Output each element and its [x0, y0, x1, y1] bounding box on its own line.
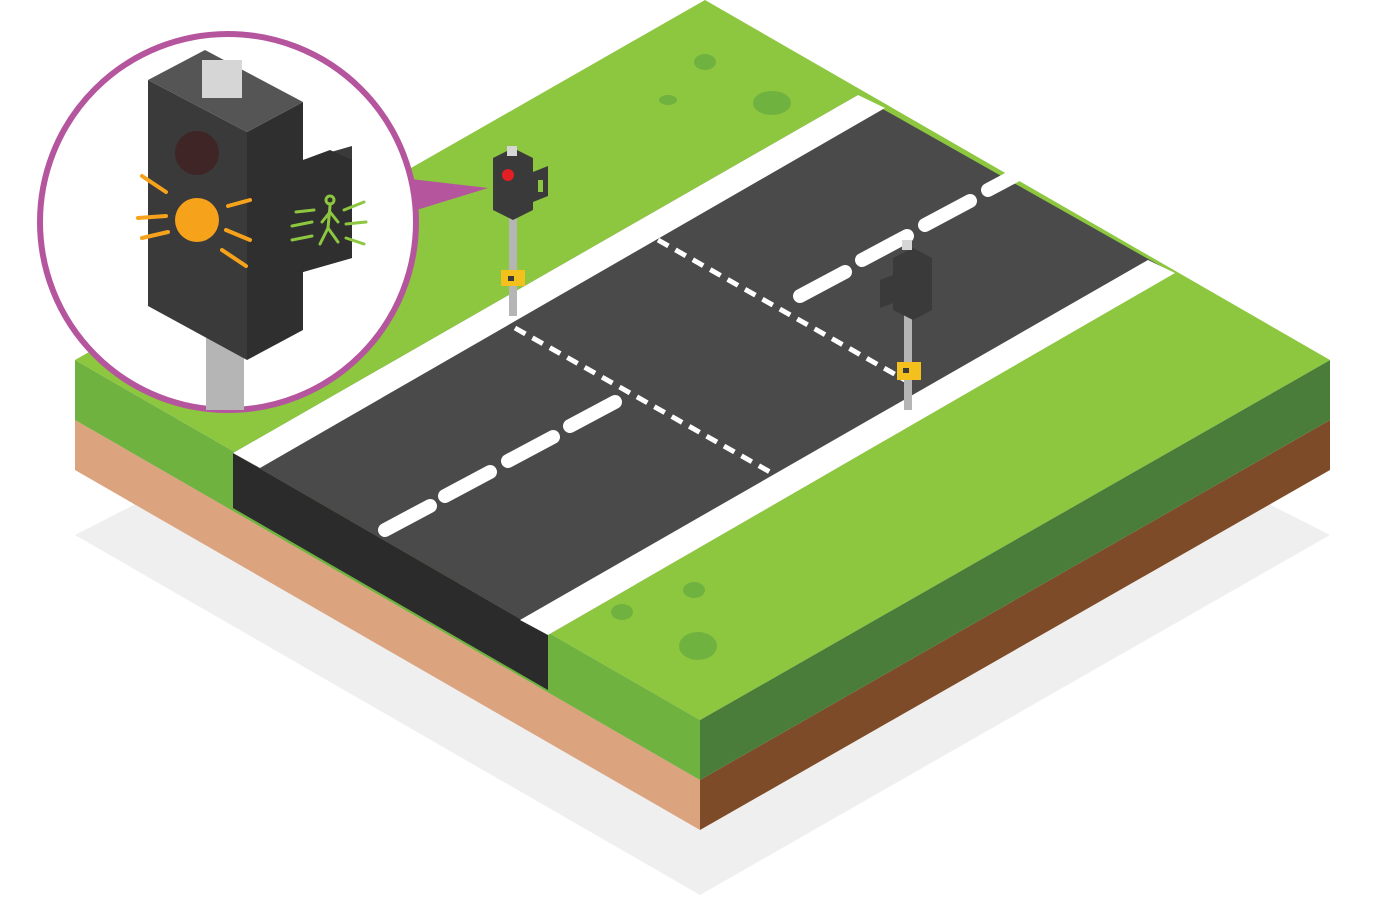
centre-line	[378, 167, 1025, 537]
green-man-arm	[320, 210, 332, 224]
centre-dash	[563, 395, 622, 433]
grass-tuft	[694, 54, 716, 70]
grass-tuft	[683, 582, 705, 598]
amber-ray	[140, 230, 170, 240]
amber-ray	[226, 198, 252, 208]
callout-red-aspect-unlit	[175, 131, 219, 175]
green-ray	[344, 236, 366, 246]
green-man-leg	[326, 226, 340, 244]
amber-glow-rays	[136, 174, 252, 268]
push-button-slot	[508, 276, 514, 281]
green-ray	[342, 200, 366, 212]
push-button-slot	[903, 368, 909, 373]
callout-pointer	[402, 178, 488, 212]
road-edge-line-right	[520, 260, 1175, 635]
green-man-body	[326, 204, 332, 230]
road-edge-line-left	[233, 95, 885, 468]
grass-tuft	[753, 91, 791, 115]
signal-pole	[509, 218, 517, 316]
callout-signal-side	[247, 102, 303, 360]
grass-right-face	[700, 360, 1330, 780]
centre-dash	[981, 167, 1025, 197]
far-signal	[880, 240, 932, 410]
pedestrian-box-back	[880, 274, 896, 308]
grass-tufts	[611, 54, 791, 660]
near-signal	[493, 146, 548, 316]
crossing-stud-line-near	[513, 325, 772, 475]
amber-ray	[140, 174, 168, 194]
green-man-leg	[318, 226, 330, 246]
road-side-face	[233, 453, 548, 690]
green-man-head	[324, 194, 336, 206]
grass-tuft	[611, 604, 633, 620]
amber-ray	[136, 214, 168, 220]
soil-left-face	[75, 420, 700, 830]
crossing-studs	[513, 237, 907, 475]
amber-ray	[224, 228, 252, 242]
signal-cap	[902, 240, 912, 250]
callout-amber-aspect-icon	[175, 198, 219, 242]
callout-magnifier	[37, 31, 419, 413]
signal-head	[493, 148, 533, 220]
grass-tuft	[679, 632, 717, 660]
green-glow-rays	[290, 200, 368, 246]
centre-dash	[793, 265, 852, 303]
centre-dash	[855, 229, 914, 267]
grass-tuft	[659, 95, 677, 105]
soil-right-face	[700, 420, 1330, 830]
signal-cap	[507, 146, 517, 156]
callout-green-man-icon	[318, 194, 340, 246]
centre-dash	[378, 499, 437, 537]
green-ray	[344, 220, 368, 226]
centre-dash	[438, 465, 497, 503]
green-ray	[294, 208, 316, 214]
centre-dash	[501, 430, 560, 468]
signal-head-back	[893, 248, 932, 320]
red-aspect-icon	[502, 169, 514, 181]
callout-pedestrian-box-face	[303, 150, 352, 272]
green-ray	[290, 234, 314, 242]
green-man-arm	[328, 210, 340, 224]
signal-pole	[904, 308, 912, 410]
centre-dash	[918, 194, 977, 232]
road-surface	[233, 95, 1173, 635]
callout-cap	[202, 60, 242, 98]
amber-ray	[220, 248, 248, 268]
green-ray	[290, 220, 314, 228]
crossing-stud-line-far	[656, 237, 907, 383]
green-man-icon	[538, 180, 543, 192]
